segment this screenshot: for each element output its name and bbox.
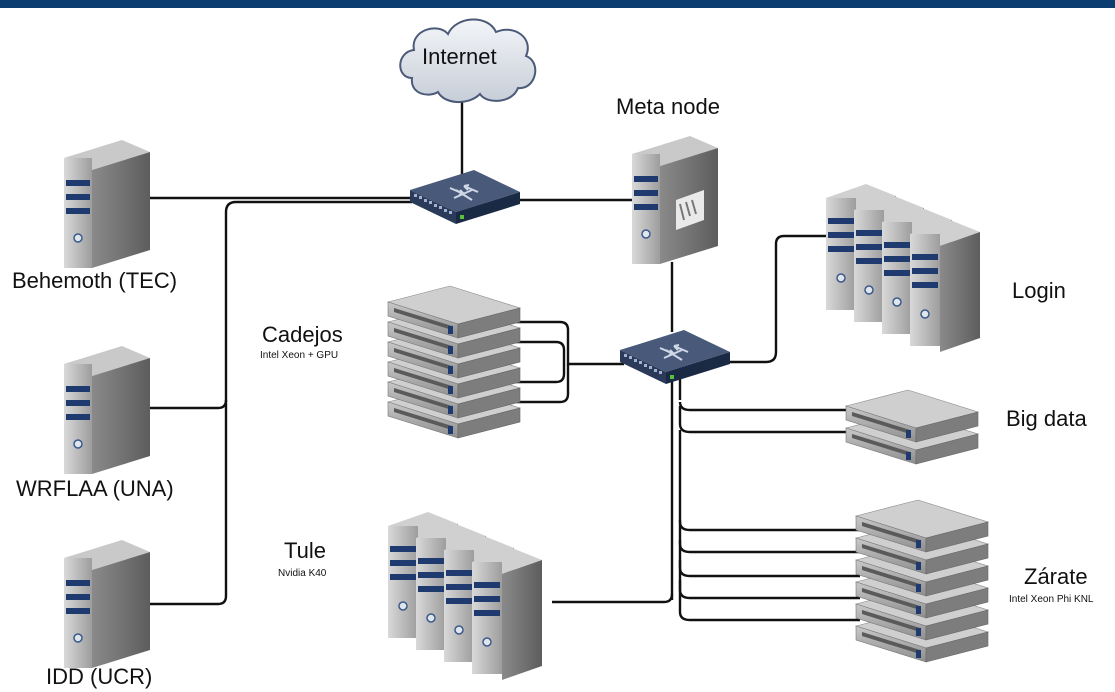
big-data-label: Big data — [1006, 406, 1087, 431]
tule-sub-label: Nvidia K40 — [278, 568, 327, 579]
idd-label: IDD (UCR) — [46, 664, 153, 689]
idd-server-icon — [63, 539, 151, 669]
zarate-rack-icon — [855, 499, 989, 663]
big-data-rack-icon — [845, 389, 979, 465]
cadejos-label: Cadejos — [262, 322, 343, 347]
tule-cluster-icon — [387, 511, 543, 681]
cadejos-sub-label: Intel Xeon + GPU — [260, 350, 339, 361]
core-switch-icon — [619, 329, 731, 385]
login-label: Login — [1012, 278, 1066, 303]
top-switch-icon — [409, 169, 521, 225]
top-bar — [0, 0, 1115, 8]
zarate-sub-label: Intel Xeon Phi KNL — [1009, 594, 1094, 605]
wrflaa-label: WRFLAA (UNA) — [16, 476, 174, 501]
behemoth-server-icon — [63, 139, 151, 269]
meta-node-server-icon — [631, 135, 719, 265]
wrflaa-server-icon — [63, 345, 151, 475]
zarate-label: Zárate — [1024, 564, 1088, 589]
internet-cloud-icon — [399, 18, 537, 103]
tule-label: Tule — [284, 538, 326, 563]
meta-node-label: Meta node — [616, 94, 720, 119]
login-cluster-icon — [825, 183, 981, 353]
behemoth-label: Behemoth (TEC) — [12, 268, 178, 293]
cadejos-rack-icon — [387, 285, 521, 439]
cables — [150, 100, 860, 622]
internet-label: Internet — [422, 44, 497, 69]
